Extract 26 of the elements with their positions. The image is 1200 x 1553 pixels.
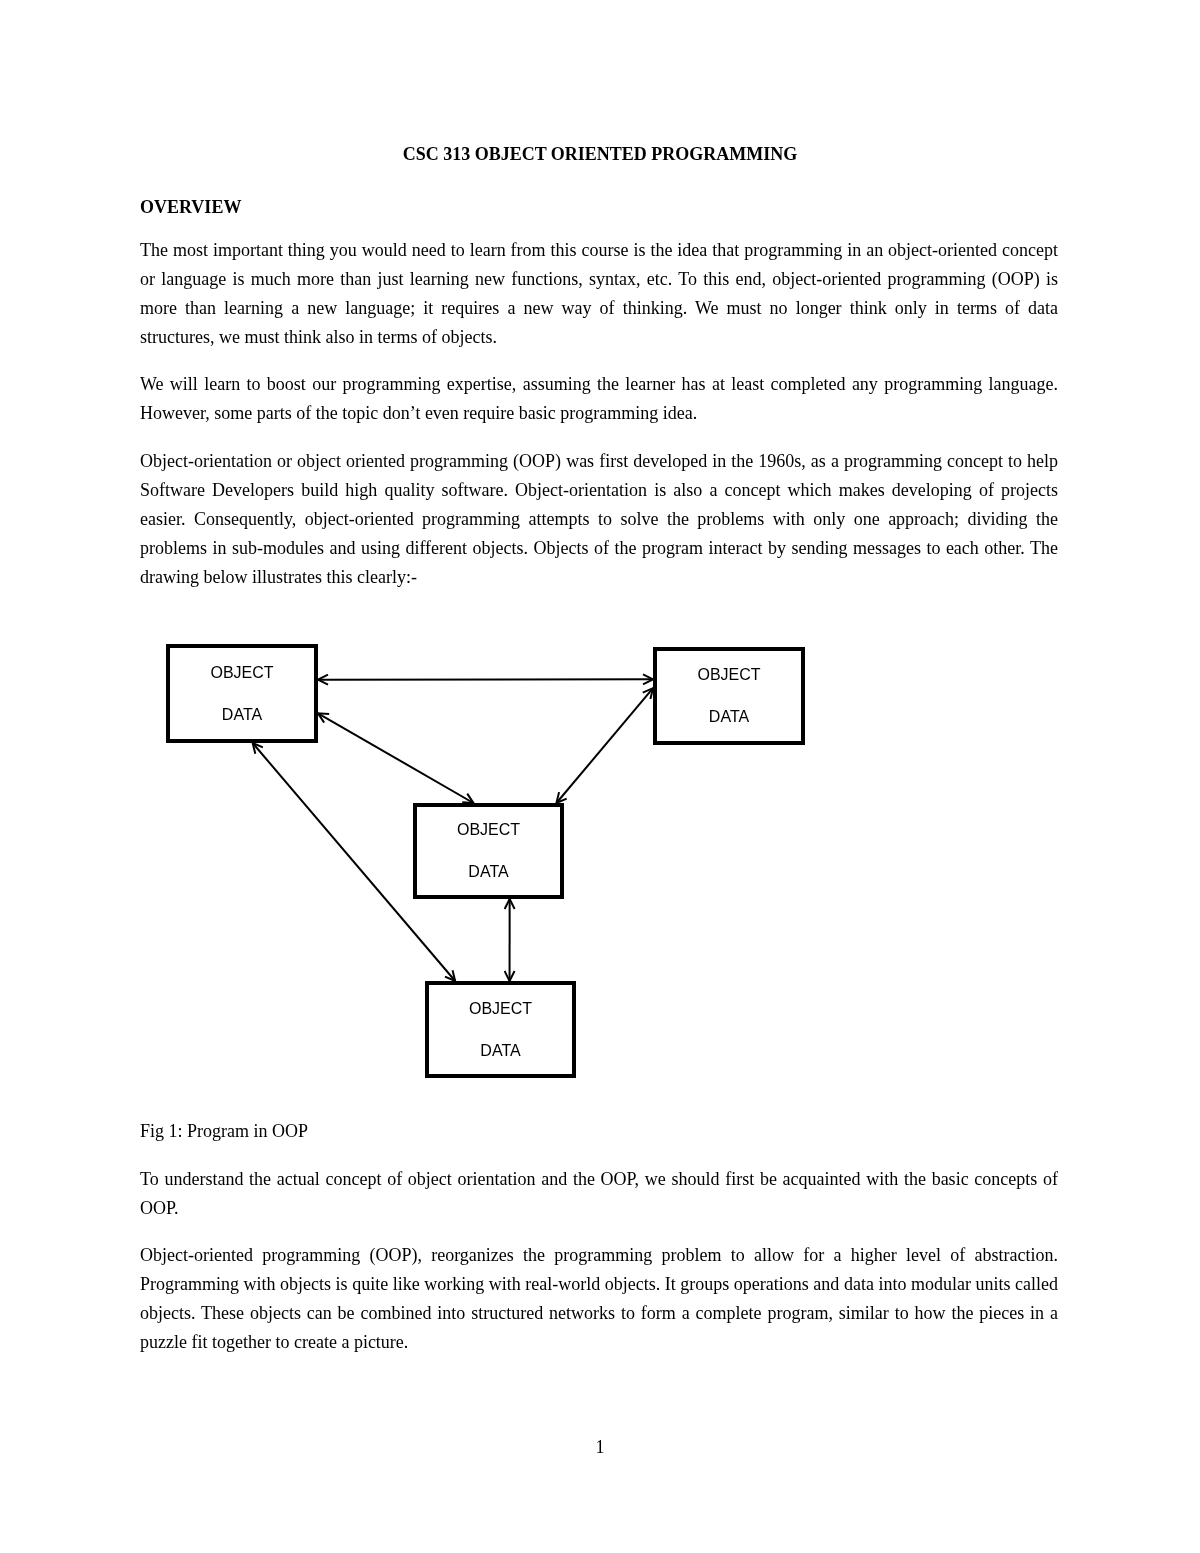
box-label: DATA	[708, 707, 750, 727]
paragraph: Object-oriented programming (OOP), reorganizes the programming problem to allow for a higher level of abstraction. Programming with objects is quite like working with real-world objects. It groups operations and data into modular units called objects. These objects can be combined into structured networks to form a complete program, similar to how the pieces in a puzzle fit together to create a picture.	[140, 1244, 1058, 1354]
box-label: OBJECT	[210, 662, 274, 683]
box-label: OBJECT	[697, 665, 761, 685]
box-label: DATA	[480, 1040, 521, 1061]
box-label: OBJECT	[456, 820, 521, 840]
section-heading: OVERVIEW	[140, 196, 243, 219]
object-box	[653, 647, 805, 745]
double-arrow	[251, 742, 457, 982]
object-box	[413, 803, 564, 899]
page-title: CSC 313 OBJECT ORIENTED PROGRAMMING	[401, 143, 799, 166]
double-arrow	[503, 898, 516, 982]
double-arrow	[317, 712, 475, 804]
box-label: DATA	[468, 862, 509, 882]
paragraph: Object-orientation or object oriented programming (OOP) was first developed in the 1960s, as a programming concept to help Software Developers build high quality software. Object-orientation is also a concept which makes developing of projects easier. Consequently, object-oriented programming attempts to solve the problems with only one approach; dividing the problems in sub-modules and using different objects. Objects of the program interact by sending messages to each other. The drawing below illustrates this clearly:-	[140, 450, 1058, 589]
double-arrow	[317, 673, 654, 686]
paragraph: The most important thing you would need to learn from this course is the idea that programming in an object-oriented concept or language is much more than just learning new functions, syntax, etc. To this end, object-oriented programming (OOP) is more than learning a new language; it requires a new way of thinking. We must no longer think only in terms of data structures, we must think also in terms of objects.	[140, 239, 1058, 349]
double-arrow	[555, 687, 654, 804]
box-label: DATA	[221, 704, 263, 725]
paragraph: To understand the actual concept of object orientation and the OOP, we should first be acquainted with the basic concepts of OOP.	[140, 1168, 1058, 1220]
figure-caption: Fig 1: Program in OOP	[140, 1120, 309, 1143]
page-number: 1	[594, 1436, 606, 1459]
box-label: OBJECT	[468, 998, 533, 1019]
object-box	[166, 644, 318, 743]
paragraph: We will learn to boost our programming expertise, assuming the learner has at least completed any programming language. However, some parts of the topic don’t even require basic programming idea.	[140, 373, 1058, 425]
object-box	[425, 981, 576, 1078]
